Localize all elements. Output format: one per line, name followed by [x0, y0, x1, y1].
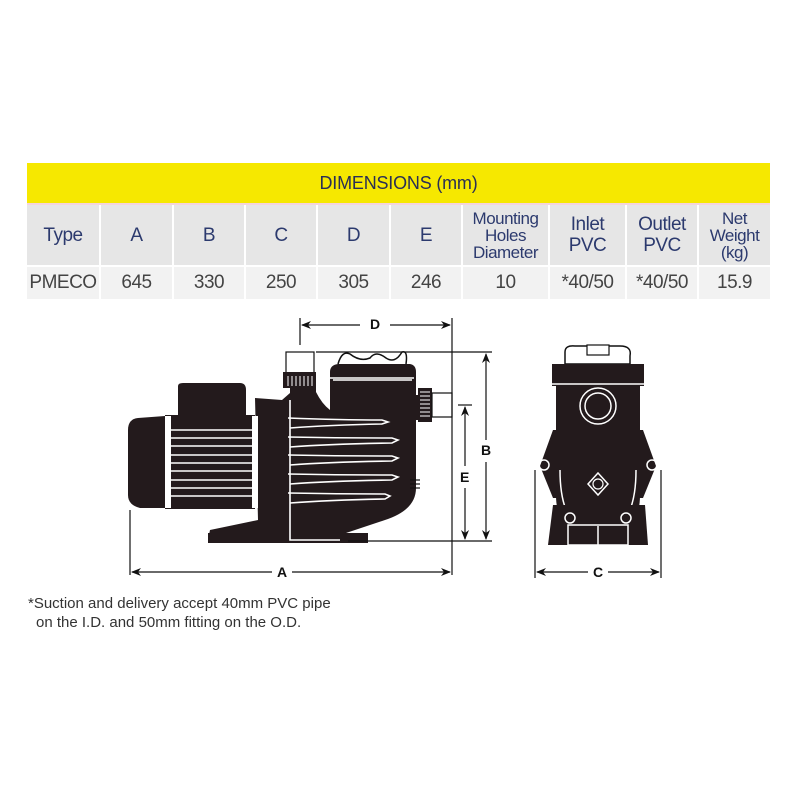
- header-label: B: [202, 224, 216, 246]
- dimension-label-a: A: [277, 564, 288, 580]
- header-a: A: [101, 205, 172, 265]
- header-label: PVC: [568, 235, 607, 256]
- cell-type: PMECO: [27, 267, 99, 299]
- header-label: Holes: [485, 225, 526, 245]
- footnote-line-1: *Suction and delivery accept 40mm PVC pi…: [28, 595, 331, 612]
- cell-weight: 15.9: [699, 267, 770, 299]
- header-label: Type: [43, 224, 83, 246]
- header-c: C: [246, 205, 316, 265]
- cell-b: 330: [174, 267, 244, 299]
- cell-a: 645: [101, 267, 172, 299]
- pump-ribs: [287, 377, 414, 541]
- dimension-label-b: B: [481, 442, 492, 458]
- header-label: Outlet: [638, 214, 686, 235]
- header-e: E: [391, 205, 461, 265]
- table-title: DIMENSIONS (mm): [27, 163, 770, 205]
- header-label: E: [419, 224, 433, 246]
- header-label: C: [274, 224, 288, 246]
- cell-d: 305: [318, 267, 389, 299]
- header-label: D: [346, 224, 361, 246]
- header-label: Diameter: [473, 242, 538, 262]
- dimension-lines: [129, 318, 492, 576]
- cell-mounting-holes: 10: [463, 267, 548, 299]
- header-label: A: [130, 224, 143, 246]
- header-b: B: [174, 205, 244, 265]
- cell-inlet: *40/50: [550, 267, 625, 299]
- header-label: Inlet: [570, 214, 605, 235]
- header-type: Type: [27, 205, 99, 265]
- header-label: Weight: [709, 225, 760, 245]
- footnote: *Suction and delivery accept 40mm PVC pi…: [28, 594, 331, 632]
- cell-outlet: *40/50: [627, 267, 697, 299]
- front-view-pump: [534, 344, 662, 578]
- header-label: Mounting: [472, 208, 539, 228]
- dimension-label-e: E: [460, 469, 470, 485]
- header-label: Net: [722, 208, 747, 228]
- cell-e: 246: [391, 267, 461, 299]
- footnote-line-2: on the I.D. and 50mm fitting on the O.D.: [36, 614, 302, 631]
- pump-drawing: [128, 318, 662, 578]
- header-label: (kg): [720, 242, 749, 262]
- table-row: PMECO 645 330 250 305 246 10 *40/50 *40/…: [27, 267, 770, 299]
- header-d: D: [318, 205, 389, 265]
- dimension-label-d: D: [370, 316, 381, 332]
- header-label: PVC: [643, 235, 681, 256]
- dimension-label-c: C: [593, 564, 604, 580]
- pump-dimension-diagram: D B E A C: [0, 300, 800, 600]
- side-view-pump: [128, 364, 425, 543]
- cell-c: 250: [246, 267, 316, 299]
- motor-fins: [165, 416, 258, 508]
